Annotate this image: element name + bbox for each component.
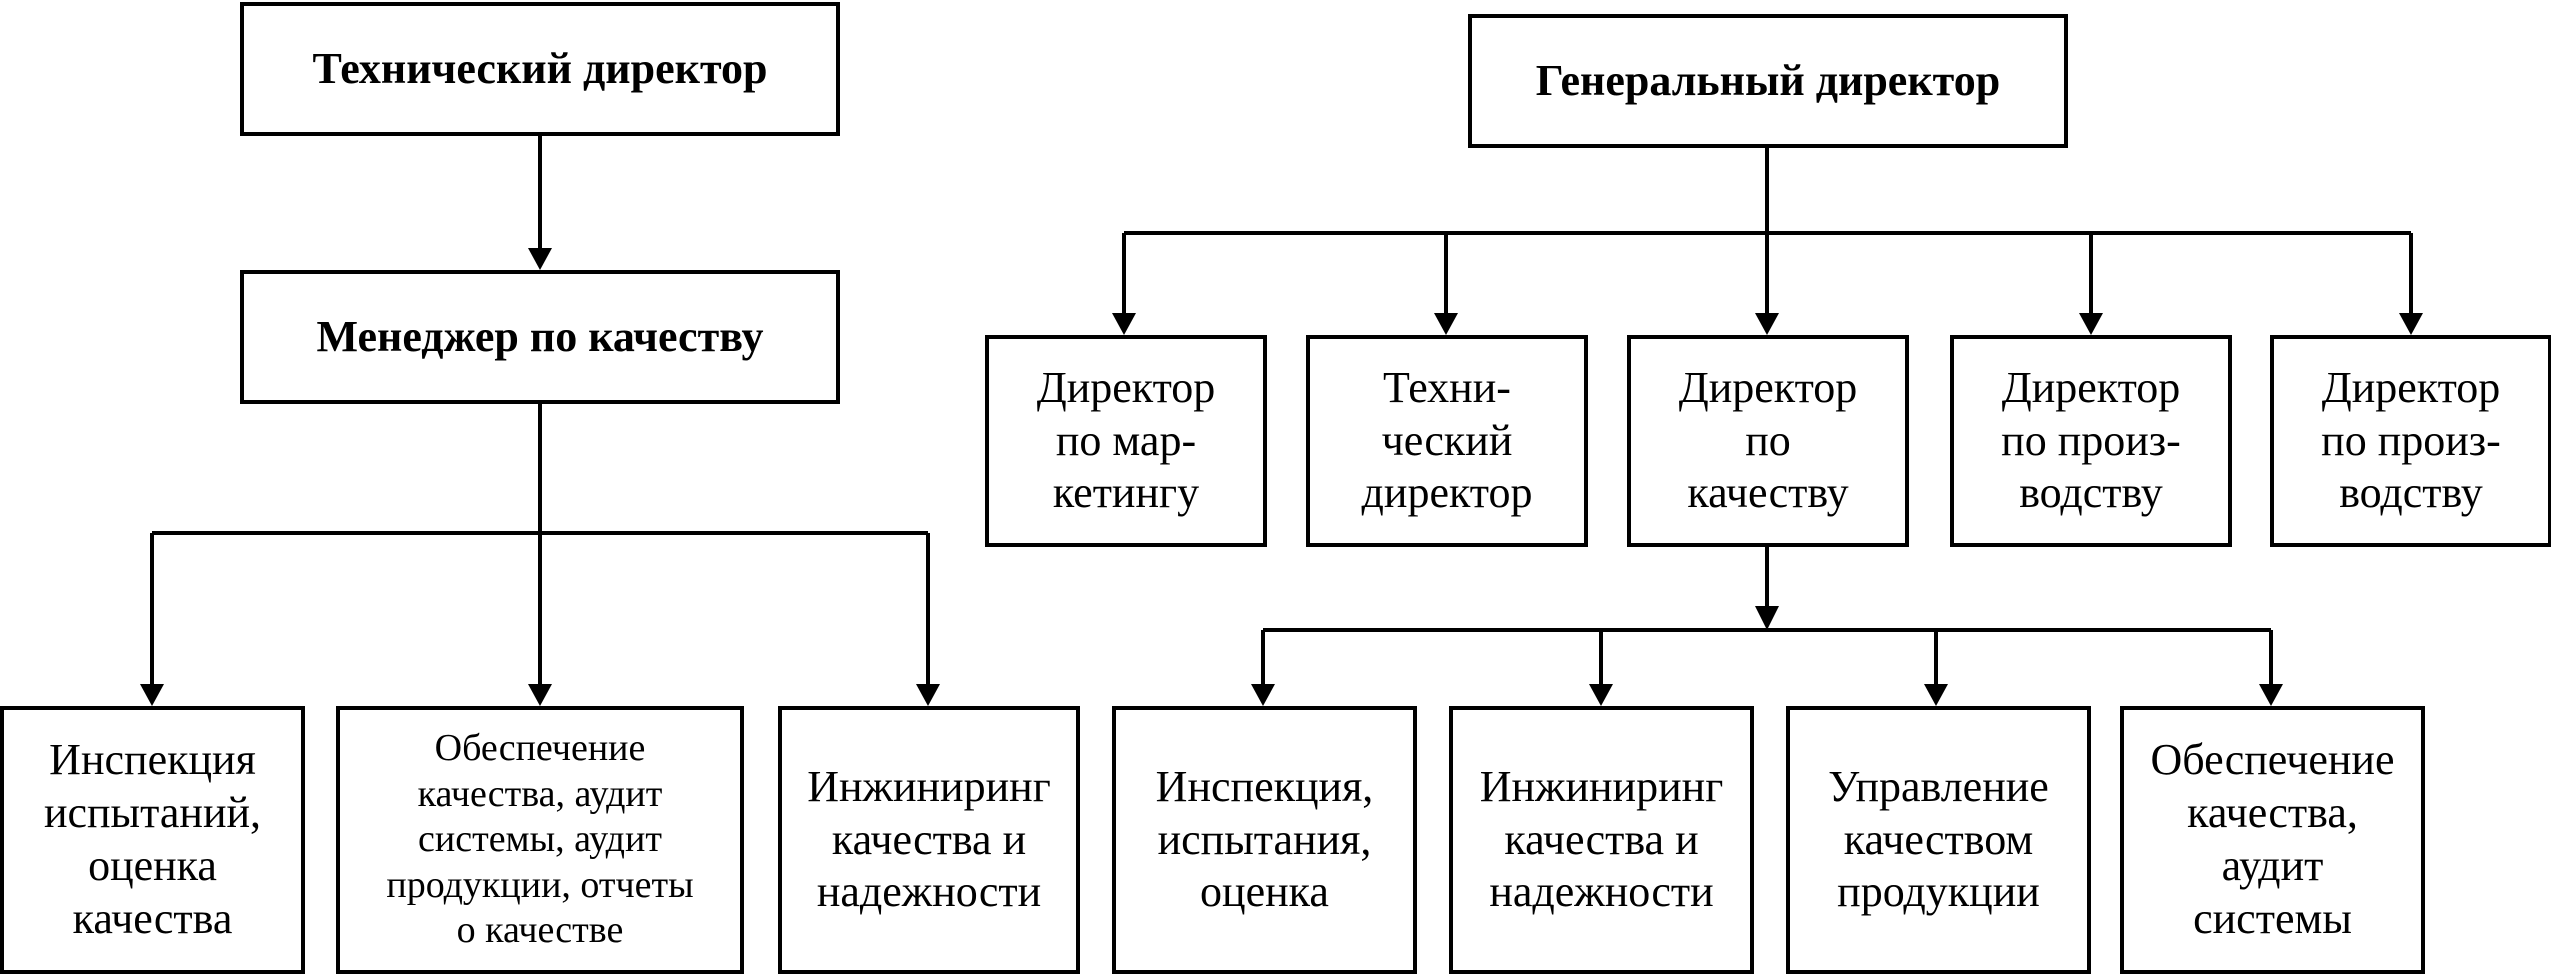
left-child-box-engineering: Инжиниринг качества и надежности xyxy=(778,706,1080,974)
quality-child-label: Управление качеством продукции xyxy=(1828,761,2049,917)
arrowhead xyxy=(528,248,552,270)
technical-director-label: Технический директор xyxy=(312,43,768,93)
quality-manager-box: Менеджер по качеству xyxy=(240,270,840,404)
arrowhead xyxy=(2259,684,2283,706)
quality-child-box-management: Управление качеством продукции xyxy=(1786,706,2091,974)
arrowhead xyxy=(1924,684,1948,706)
director-box-production-2: Директор по произ- водству xyxy=(2270,335,2551,547)
arrowhead xyxy=(916,684,940,706)
quality-manager-label: Менеджер по качеству xyxy=(316,311,764,361)
quality-child-label: Инспекция, испытания, оценка xyxy=(1155,761,1374,917)
director-label: Директор по произ- водству xyxy=(2321,362,2501,518)
arrowhead xyxy=(2079,313,2103,335)
general-director-label: Генеральный директор xyxy=(1535,55,2001,105)
quality-child-box-engineering: Инжиниринг качества и надежности xyxy=(1449,706,1754,974)
quality-child-box-assurance: Обеспечение качества, аудит системы xyxy=(2120,706,2425,974)
general-director-box: Генеральный директор xyxy=(1468,14,2068,148)
arrowhead xyxy=(1251,684,1275,706)
arrowhead xyxy=(1589,684,1613,706)
quality-child-box-inspection: Инспекция, испытания, оценка xyxy=(1112,706,1417,974)
left-child-label: Инжиниринг качества и надежности xyxy=(807,761,1051,917)
quality-child-label: Обеспечение качества, аудит системы xyxy=(2150,735,2395,943)
left-child-box-assurance: Обеспечение качества, аудит системы, ауд… xyxy=(336,706,744,974)
left-child-label: Инспекция испытаний, оценка качества xyxy=(43,735,262,943)
left-child-label: Обеспечение качества, аудит системы, ауд… xyxy=(386,727,694,952)
quality-child-label: Инжиниринг качества и надежности xyxy=(1479,761,1724,917)
director-label: Директор по качеству xyxy=(1678,362,1858,518)
director-label: Техни- ческий директор xyxy=(1361,362,1533,518)
arrowhead xyxy=(528,684,552,706)
director-label: Директор по мар- кетингу xyxy=(1036,362,1216,518)
technical-director-box: Технический директор xyxy=(240,2,840,136)
director-box-quality: Директор по качеству xyxy=(1627,335,1909,547)
arrowhead xyxy=(2399,313,2423,335)
left-child-box-inspection: Инспекция испытаний, оценка качества xyxy=(0,706,305,974)
director-box-technical: Техни- ческий директор xyxy=(1306,335,1588,547)
arrowhead xyxy=(140,684,164,706)
arrowhead xyxy=(1434,313,1458,335)
director-label: Директор по произ- водству xyxy=(2001,362,2181,518)
arrowhead xyxy=(1755,313,1779,335)
arrowhead xyxy=(1755,606,1779,630)
arrowhead xyxy=(1112,313,1136,335)
director-box-production-1: Директор по произ- водству xyxy=(1950,335,2232,547)
director-box-marketing: Директор по мар- кетингу xyxy=(985,335,1267,547)
